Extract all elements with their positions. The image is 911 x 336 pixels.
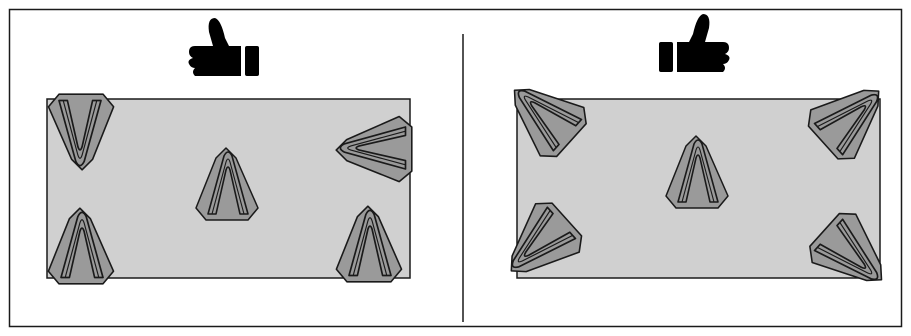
clip-placement-figure [0, 0, 911, 336]
